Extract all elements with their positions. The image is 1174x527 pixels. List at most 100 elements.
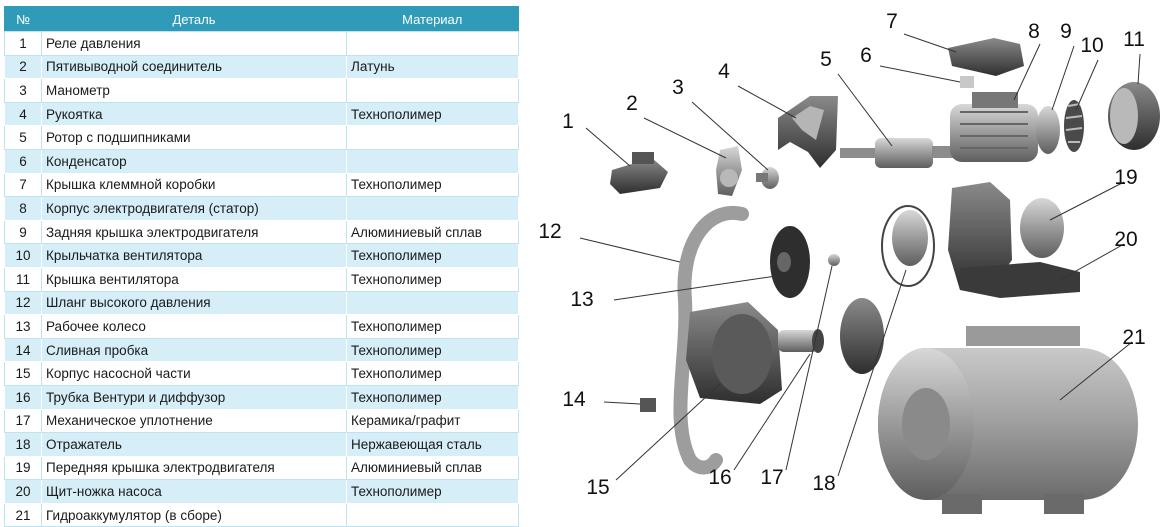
pump-foot-plate	[960, 262, 1080, 298]
cell-number: 16	[4, 384, 42, 410]
cell-part: Задняя крышка электродвигателя	[41, 219, 347, 245]
cell-number: 14	[4, 337, 42, 363]
pump-housing	[686, 302, 782, 404]
callout-leader-line	[737, 85, 797, 119]
mechanical-seal	[828, 254, 840, 266]
cell-number: 15	[4, 361, 42, 386]
cell-number: 9	[4, 219, 42, 245]
callout-number: 19	[1114, 166, 1137, 189]
cell-part: Механическое уплотнение	[41, 408, 347, 434]
deflector	[840, 205, 935, 374]
cell-part: Реле давления	[41, 31, 347, 56]
cell-material: Нержавеющая сталь	[346, 432, 519, 457]
drain-plug	[640, 398, 656, 412]
callout-number: 6	[860, 44, 872, 67]
callout-number: 9	[1060, 20, 1072, 43]
cell-part: Корпус электродвигателя (статор)	[41, 196, 347, 221]
fan-impeller	[1064, 100, 1084, 152]
callout-number: 20	[1114, 228, 1137, 251]
cell-material: Технополимер	[346, 479, 519, 504]
cell-material: Технополимер	[346, 101, 519, 127]
cell-part: Корпус насосной части	[41, 361, 347, 386]
callout-leader-line	[1051, 45, 1075, 111]
cell-number: 5	[4, 125, 42, 150]
cell-material: Алюминиевый сплав	[346, 219, 519, 245]
callout-number: 1	[562, 110, 574, 133]
callout-leader-line	[603, 401, 641, 405]
cell-material: Керамика/графит	[346, 408, 519, 434]
cell-number: 21	[4, 502, 42, 527]
cell-number: 20	[4, 479, 42, 504]
callout-leader-line	[1013, 43, 1041, 101]
cell-material	[346, 196, 519, 221]
cell-part: Ротор с подшипниками	[41, 125, 347, 150]
cell-part: Отражатель	[41, 432, 347, 457]
cell-material: Технополимер	[346, 314, 519, 339]
cell-part: Крышка клеммной коробки	[41, 172, 347, 198]
callout-number: 12	[538, 220, 561, 243]
venturi-tube	[778, 329, 824, 353]
cell-material	[346, 78, 519, 103]
callout-leader-line	[1075, 59, 1099, 111]
cell-material	[346, 31, 519, 56]
cell-number: 2	[4, 54, 42, 80]
callout-leader-line	[837, 73, 893, 147]
cell-number: 1	[4, 31, 42, 56]
fan-cover	[1108, 82, 1160, 150]
cell-number: 7	[4, 172, 42, 198]
terminal-box-cover	[948, 38, 1024, 76]
five-way-connector	[716, 146, 742, 196]
table-header-row: № Деталь Материал	[4, 6, 519, 32]
callout-number: 11	[1123, 28, 1145, 51]
capacitor	[960, 76, 974, 88]
cell-part: Сливная пробка	[41, 337, 347, 363]
cell-number: 13	[4, 314, 42, 339]
callout-number: 17	[760, 466, 783, 489]
header-material: Материал	[346, 6, 519, 32]
callout-number: 8	[1028, 20, 1040, 43]
callout-number: 3	[672, 76, 684, 99]
impeller	[770, 226, 810, 298]
cell-part: Крышка вентилятора	[41, 266, 347, 292]
cell-number: 19	[4, 455, 42, 481]
rear-motor-cover	[1036, 106, 1060, 154]
pressure-switch	[610, 152, 668, 194]
header-part: Деталь	[41, 6, 347, 32]
callout-leader-line	[615, 383, 721, 481]
cell-part: Рабочее колесо	[41, 314, 347, 339]
high-pressure-hose	[673, 205, 749, 475]
rotor	[840, 138, 962, 168]
cell-part: Крыльчатка вентилятора	[41, 243, 347, 268]
cell-part: Рукоятка	[41, 101, 347, 127]
cell-part: Гидроаккумулятор (в сборе)	[41, 502, 347, 527]
cell-material: Технополимер	[346, 243, 519, 268]
callout-number: 2	[626, 92, 638, 115]
cell-number: 8	[4, 196, 42, 221]
callout-number: 18	[812, 472, 835, 495]
cell-material: Технополимер	[346, 172, 519, 198]
cell-material	[346, 125, 519, 150]
cell-material	[346, 290, 519, 316]
cell-material: Технополимер	[346, 384, 519, 410]
cell-number: 4	[4, 101, 42, 127]
header-number: №	[4, 6, 42, 32]
handle	[778, 96, 838, 168]
cell-number: 12	[4, 290, 42, 316]
stator-housing	[950, 92, 1038, 162]
